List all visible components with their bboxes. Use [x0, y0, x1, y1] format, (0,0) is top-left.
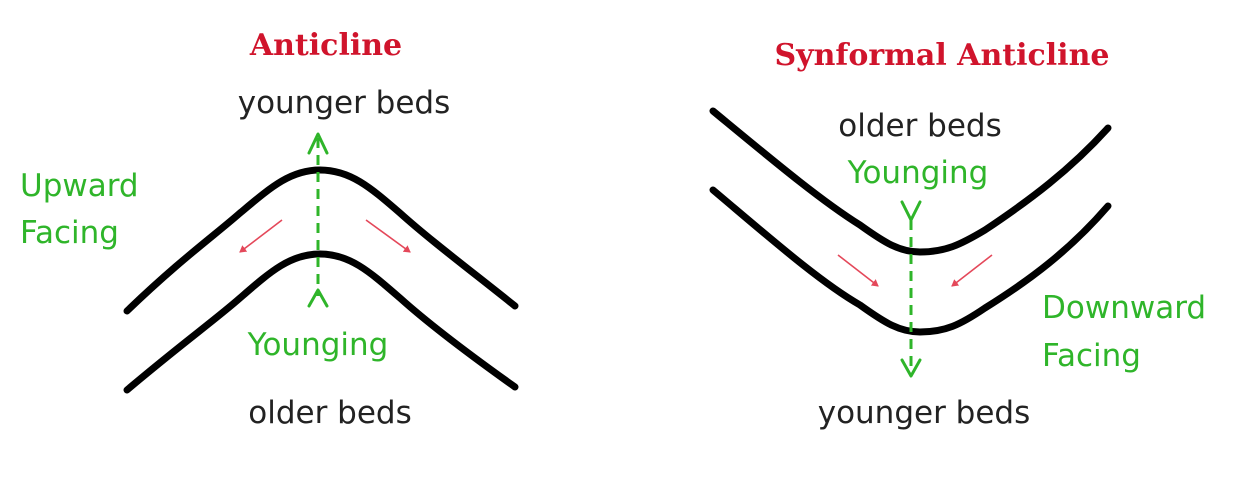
synformal-anticline-panel: Synformal Anticline older beds Younging …	[709, 38, 1206, 431]
anticline-title: Anticline	[249, 28, 402, 63]
anticline-facing-arrow-left	[239, 219, 283, 253]
synformal-facing-label-line1: Downward	[1042, 290, 1206, 326]
synformal-younging-arrowhead-icon	[900, 358, 922, 378]
anticline-younging-label: Younging	[247, 327, 389, 363]
synformal-facing-arrow-right	[951, 254, 993, 287]
anticline-bottom-label: older beds	[248, 395, 412, 431]
anticline-panel: Anticline younger beds Upward Facing You…	[20, 28, 519, 431]
synformal-bottom-label: younger beds	[818, 395, 1031, 431]
synformal-facing-arrow-left	[837, 254, 879, 287]
synformal-lower-bed	[709, 186, 1112, 336]
synformal-facing-label-line2: Facing	[1042, 338, 1141, 374]
synformal-younging-label: Younging	[847, 155, 989, 191]
synformal-top-label: older beds	[838, 108, 1002, 144]
anticline-top-label: younger beds	[238, 85, 451, 121]
synformal-upper-bed	[709, 107, 1112, 256]
anticline-upper-bed	[123, 166, 519, 315]
anticline-facing-label-line1: Upward	[20, 168, 139, 204]
anticline-facing-arrow-right	[365, 219, 411, 253]
synformal-younging-tail-icon	[900, 200, 922, 222]
anticline-lower-bed	[123, 250, 519, 394]
synformal-anticline-title: Synformal Anticline	[775, 38, 1110, 73]
anticline-younging-tail-icon	[307, 288, 329, 308]
anticline-younging-arrowhead-icon	[307, 132, 329, 155]
anticline-facing-label-line2: Facing	[20, 215, 119, 251]
